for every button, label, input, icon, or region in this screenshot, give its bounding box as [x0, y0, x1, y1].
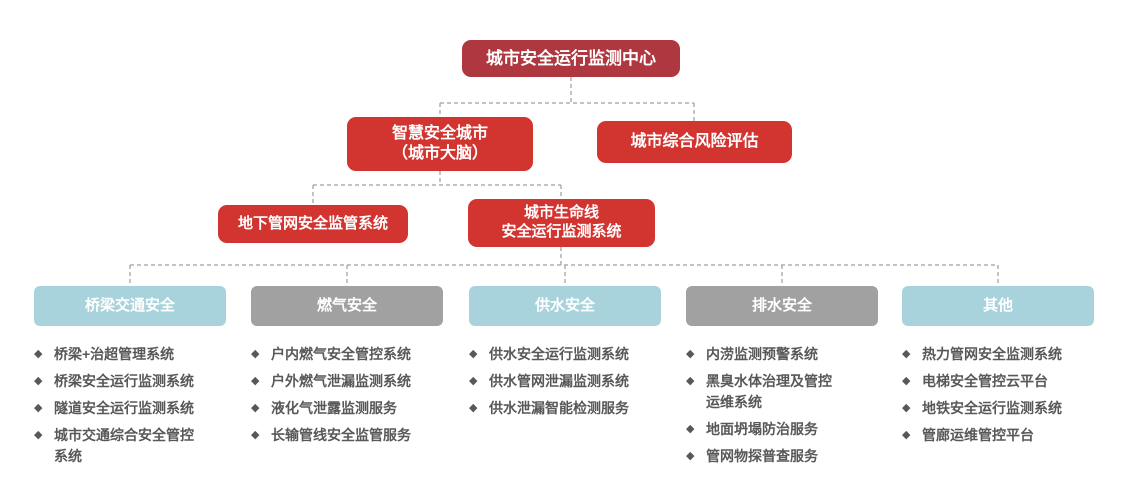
diamond-bullet-icon: ◆ — [251, 375, 260, 387]
list-item: ◆ 地面坍塌防治服务 — [686, 419, 894, 440]
list-item-label: 供水管网泄漏监测系统 — [489, 373, 629, 389]
list-item: ◆ 户内燃气安全管控系统 — [251, 344, 459, 365]
list-item-label: 长输管线安全监管服务 — [271, 427, 411, 443]
diamond-bullet-icon: ◆ — [686, 375, 695, 387]
diamond-bullet-icon: ◆ — [902, 348, 911, 360]
diamond-bullet-icon: ◆ — [251, 348, 260, 360]
diamond-bullet-icon: ◆ — [902, 402, 911, 414]
diamond-bullet-icon: ◆ — [34, 375, 43, 387]
list-item: ◆ 供水管网泄漏监测系统 — [469, 371, 677, 392]
diamond-bullet-icon: ◆ — [469, 375, 478, 387]
diamond-bullet-icon: ◆ — [251, 402, 260, 414]
diamond-bullet-icon: ◆ — [34, 348, 43, 360]
diamond-bullet-icon: ◆ — [34, 402, 43, 414]
diamond-bullet-icon: ◆ — [469, 348, 478, 360]
list-item-label: 管廊运维管控平台 — [922, 427, 1034, 443]
list-item-label: 户内燃气安全管控系统 — [271, 346, 411, 362]
list-item-label: 桥梁+治超管理系统 — [54, 346, 175, 362]
diamond-bullet-icon: ◆ — [251, 429, 260, 441]
category-list-gas: ◆ 户内燃气安全管控系统 ◆ 户外燃气泄漏监测系统 ◆ 液化气泄露监测服务 ◆ … — [251, 344, 459, 452]
diamond-bullet-icon: ◆ — [686, 450, 695, 462]
list-item: ◆ 管廊运维管控平台 — [902, 425, 1110, 446]
list-item-label: 地铁安全运行监测系统 — [922, 400, 1062, 416]
list-item: ◆ 黑臭水体治理及管控 运维系统 — [686, 371, 894, 413]
org-node-smart-safe-city: 智慧安全城市 （城市大脑） — [347, 117, 533, 171]
diamond-bullet-icon: ◆ — [686, 423, 695, 435]
list-item: ◆ 液化气泄露监测服务 — [251, 398, 459, 419]
category-header-gas: 燃气安全 — [251, 286, 443, 326]
list-item: ◆ 内涝监测预警系统 — [686, 344, 894, 365]
list-item: ◆ 桥梁安全运行监测系统 — [34, 371, 242, 392]
list-item-label: 城市交通综合安全管控 系统 — [54, 427, 194, 464]
list-item: ◆ 供水泄漏智能检测服务 — [469, 398, 677, 419]
list-item: ◆ 城市交通综合安全管控 系统 — [34, 425, 242, 467]
list-item: ◆ 桥梁+治超管理系统 — [34, 344, 242, 365]
category-header-other: 其他 — [902, 286, 1094, 326]
category-header-bridge-traffic: 桥梁交通安全 — [34, 286, 226, 326]
list-item-label: 隧道安全运行监测系统 — [54, 400, 194, 416]
diamond-bullet-icon: ◆ — [902, 375, 911, 387]
list-item-label: 液化气泄露监测服务 — [271, 400, 397, 416]
diamond-bullet-icon: ◆ — [686, 348, 695, 360]
category-list-other: ◆ 热力管网安全监测系统 ◆ 电梯安全管控云平台 ◆ 地铁安全运行监测系统 ◆ … — [902, 344, 1110, 452]
list-item: ◆ 热力管网安全监测系统 — [902, 344, 1110, 365]
diamond-bullet-icon: ◆ — [34, 429, 43, 441]
list-item-label: 内涝监测预警系统 — [706, 346, 818, 362]
list-item: ◆ 隧道安全运行监测系统 — [34, 398, 242, 419]
list-item: ◆ 供水安全运行监测系统 — [469, 344, 677, 365]
category-list-drainage: ◆ 内涝监测预警系统 ◆ 黑臭水体治理及管控 运维系统 ◆ 地面坍塌防治服务 ◆… — [686, 344, 894, 473]
list-item-label: 供水泄漏智能检测服务 — [489, 400, 629, 416]
org-node-risk-assessment: 城市综合风险评估 — [597, 121, 792, 163]
category-header-water-supply: 供水安全 — [469, 286, 661, 326]
org-node-root: 城市安全运行监测中心 — [462, 40, 680, 77]
list-item: ◆ 管网物探普查服务 — [686, 446, 894, 467]
list-item-label: 热力管网安全监测系统 — [922, 346, 1062, 362]
list-item: ◆ 户外燃气泄漏监测系统 — [251, 371, 459, 392]
list-item: ◆ 长输管线安全监管服务 — [251, 425, 459, 446]
list-item-label: 户外燃气泄漏监测系统 — [271, 373, 411, 389]
list-item: ◆ 地铁安全运行监测系统 — [902, 398, 1110, 419]
category-header-drainage: 排水安全 — [686, 286, 878, 326]
list-item-label: 地面坍塌防治服务 — [706, 421, 818, 437]
category-list-bridge-traffic: ◆ 桥梁+治超管理系统 ◆ 桥梁安全运行监测系统 ◆ 隧道安全运行监测系统 ◆ … — [34, 344, 242, 473]
diamond-bullet-icon: ◆ — [469, 402, 478, 414]
org-node-city-lifeline: 城市生命线 安全运行监测系统 — [468, 199, 655, 247]
list-item-label: 电梯安全管控云平台 — [922, 373, 1048, 389]
list-item-label: 供水安全运行监测系统 — [489, 346, 629, 362]
list-item-label: 管网物探普查服务 — [706, 448, 818, 464]
list-item: ◆ 电梯安全管控云平台 — [902, 371, 1110, 392]
category-list-water-supply: ◆ 供水安全运行监测系统 ◆ 供水管网泄漏监测系统 ◆ 供水泄漏智能检测服务 — [469, 344, 677, 425]
list-item-label: 黑臭水体治理及管控 运维系统 — [706, 373, 832, 410]
diamond-bullet-icon: ◆ — [902, 429, 911, 441]
list-item-label: 桥梁安全运行监测系统 — [54, 373, 194, 389]
org-node-underground-pipeline: 地下管网安全监管系统 — [218, 205, 408, 243]
